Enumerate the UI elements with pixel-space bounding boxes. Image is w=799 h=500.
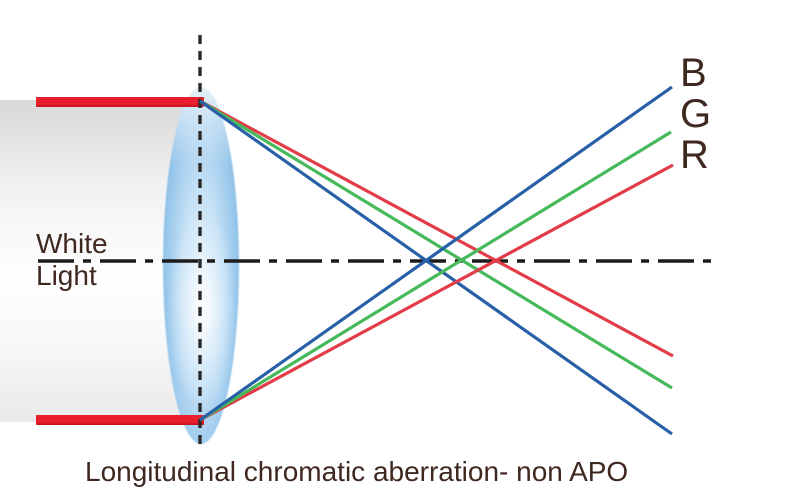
blue-ray-label: B xyxy=(680,51,707,95)
ray-green-from-bottom-edge xyxy=(199,130,672,422)
beam-top-edge-bar xyxy=(36,97,204,107)
red-ray-label: R xyxy=(680,133,709,177)
beam-bottom-edge-bar xyxy=(36,415,204,425)
diagram-caption: Longitudinal chromatic aberration- non A… xyxy=(85,456,629,487)
ray-red-from-top-edge xyxy=(199,99,674,358)
white-light-label-line1: White xyxy=(36,228,108,259)
ray-color-labels: B G R xyxy=(680,53,711,176)
ray-blue-from-bottom-edge xyxy=(199,85,673,422)
green-ray-label: G xyxy=(680,92,712,136)
white-light-label: White Light xyxy=(36,228,108,292)
white-light-label-line2: Light xyxy=(36,260,97,291)
ray-blue-from-top-edge xyxy=(199,99,673,436)
ray-red-from-bottom-edge xyxy=(199,163,674,422)
ray-green-from-top-edge xyxy=(199,99,673,390)
